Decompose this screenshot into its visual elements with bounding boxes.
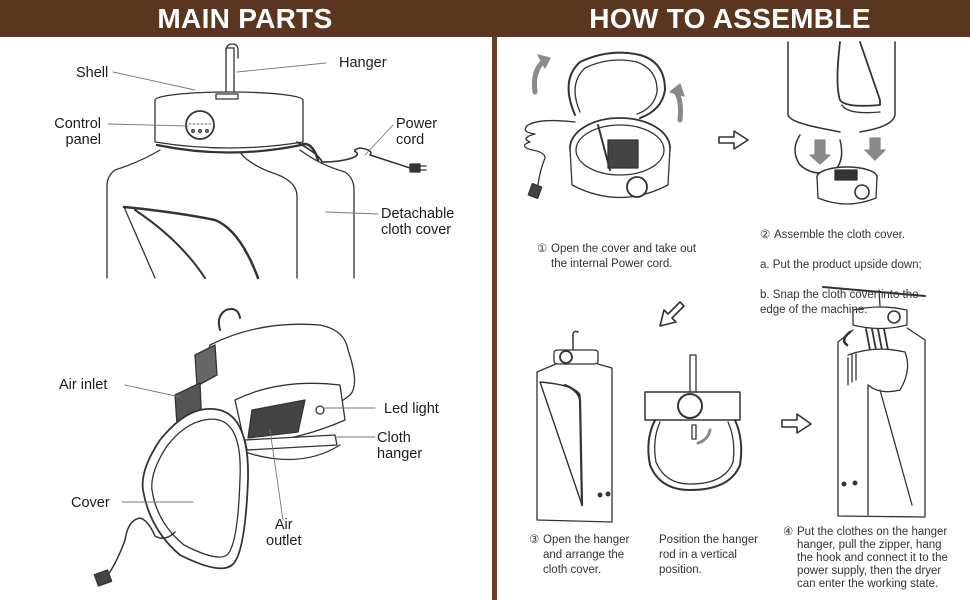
label-power-cord: Power cord xyxy=(396,116,438,148)
section-divider xyxy=(492,37,497,600)
label-shell: Shell xyxy=(76,65,109,81)
step3-text: Open the hanger and arrange the cloth co… xyxy=(543,534,630,576)
control-panel-icon xyxy=(185,110,215,140)
main-parts-title: MAIN PARTS xyxy=(157,2,333,34)
label-cloth-hanger: Cloth hanger xyxy=(377,430,423,462)
step1-number: ① xyxy=(537,243,548,255)
step4-number: ④ xyxy=(783,526,794,538)
main-parts-banner: MAIN PARTS xyxy=(0,0,490,37)
step1-text: Open the cover and take out the internal… xyxy=(551,243,697,270)
flow-arrow-right-icon xyxy=(781,413,812,434)
step2-number: ② xyxy=(760,229,771,241)
rotate-arrow-icon xyxy=(696,428,712,445)
dryer-front-illustration xyxy=(106,43,427,280)
flow-arrow-right-icon xyxy=(718,130,749,150)
step3-number: ③ xyxy=(529,534,540,546)
step2-illustration xyxy=(787,41,896,205)
dryer-open-illustration xyxy=(93,308,376,587)
step3-extra-caption: Position the hanger rod in a vertical po… xyxy=(659,534,759,576)
step2-substep-a: a. Put the product upside down; xyxy=(760,259,922,271)
label-air-inlet: Air inlet xyxy=(59,377,108,393)
step2-title: Assemble the cloth cover. xyxy=(774,229,906,241)
step3-illustration xyxy=(536,330,613,523)
label-control-panel: Control panel xyxy=(54,116,101,148)
step1-illustration xyxy=(523,51,685,199)
label-air-outlet: Air outlet xyxy=(266,517,302,549)
label-led-light: Led light xyxy=(384,401,439,417)
step3b-illustration xyxy=(644,354,743,491)
label-cover: Cover xyxy=(71,495,110,511)
how-to-assemble-banner: HOW TO ASSEMBLE xyxy=(490,0,970,37)
air-outlet-grille-icon xyxy=(247,399,306,439)
label-detachable-cloth-cover: Detachable cloth cover xyxy=(381,206,455,238)
down-arrow-icon xyxy=(809,139,831,165)
step2-substep-b: b. Snap the cloth cover into the edge of… xyxy=(760,289,919,316)
power-cord-icon xyxy=(296,141,427,173)
flow-arrow-down-left-icon xyxy=(659,301,685,327)
how-to-assemble-title: HOW TO ASSEMBLE xyxy=(589,2,871,34)
step4-text: Put the clothes on the hanger hanger, pu… xyxy=(797,526,948,590)
step4-illustration xyxy=(822,286,926,518)
label-hanger: Hanger xyxy=(339,55,387,71)
